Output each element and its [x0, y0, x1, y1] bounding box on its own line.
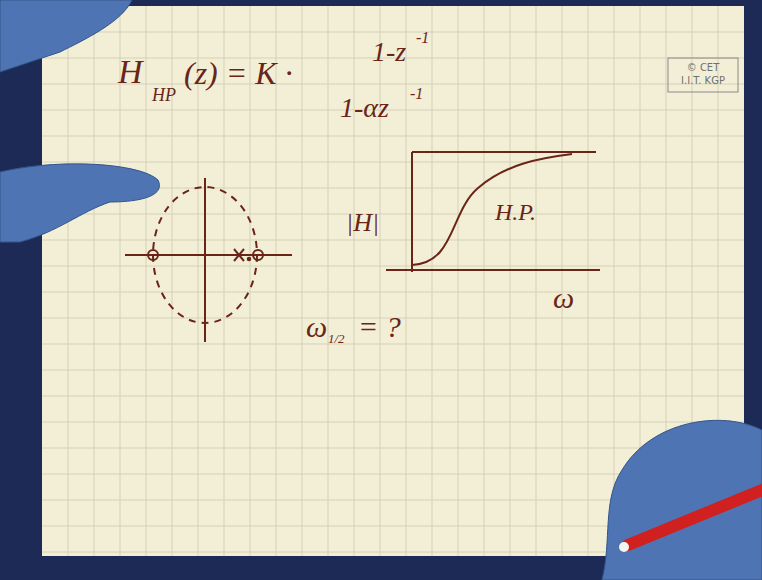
grid-line [42, 370, 744, 371]
grid-line [42, 396, 744, 397]
glove-hand [0, 0, 132, 72]
pole-marker [234, 249, 244, 261]
grid-line [42, 266, 744, 267]
exponent: -1 [416, 30, 429, 46]
grid-line [42, 422, 744, 423]
glove-hand [602, 420, 762, 580]
grid-line [42, 344, 744, 345]
equation-text: (z) = K · [184, 57, 293, 89]
grid-line [42, 292, 744, 293]
grid-line [42, 136, 744, 137]
symbol: ω [306, 312, 327, 342]
unit-circle [153, 187, 257, 323]
grid-line [42, 84, 744, 85]
numerator: 1-z [372, 38, 406, 66]
pole-marker [234, 249, 244, 261]
y-axis [411, 152, 413, 272]
symbol: H [118, 55, 143, 89]
curve-label: H.P. [495, 200, 536, 224]
red-pen [628, 490, 762, 545]
denominator: 1-αz [340, 94, 389, 122]
magnitude-plot [386, 152, 600, 272]
grid-line [42, 32, 744, 33]
glove-hand [0, 164, 159, 242]
subscript: HP [152, 86, 176, 104]
pen-tip [619, 542, 629, 552]
grid-line [42, 448, 744, 449]
exponent: -1 [410, 86, 423, 102]
imag-axis [204, 178, 206, 342]
equation-text: = ? [358, 312, 401, 342]
grid-line [42, 240, 744, 241]
grid-line [42, 110, 744, 111]
zero-marker [253, 250, 263, 260]
subscript: 1/2 [328, 332, 345, 345]
watermark: I.I.T. KGP [668, 76, 738, 86]
top-line [412, 151, 596, 153]
pole-dot [248, 258, 251, 261]
response-curve [412, 154, 572, 265]
watermark: © CET [668, 63, 738, 73]
x-axis [386, 269, 600, 271]
real-axis [125, 254, 292, 256]
axis-label: |H| [346, 210, 379, 236]
grid-line [42, 214, 744, 215]
watermark-box [668, 58, 738, 92]
pole-zero-plot [125, 178, 292, 342]
grid-line [42, 162, 744, 163]
axis-label: ω [553, 283, 574, 313]
zero-marker [148, 250, 158, 260]
